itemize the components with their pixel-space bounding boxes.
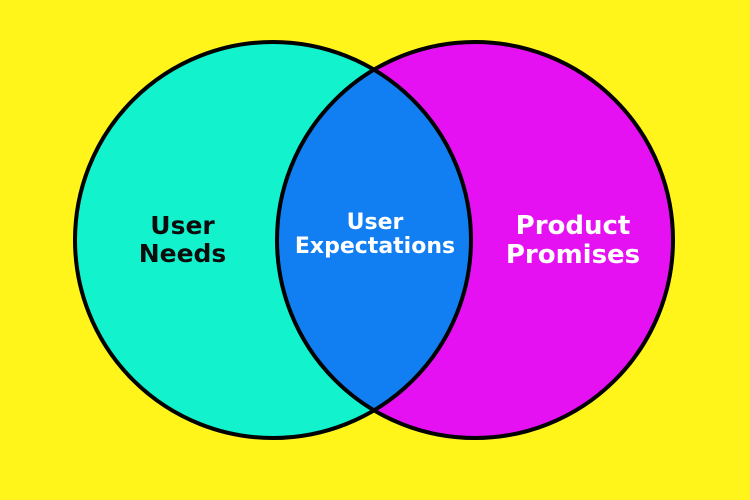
user-needs-label: User Needs [100, 212, 265, 267]
user-expectations-label: User Expectations [282, 210, 468, 260]
product-promises-label: Product Promises [488, 212, 658, 269]
product-promises-label-line1: Product [515, 211, 631, 241]
product-promises-outline [275, 40, 675, 440]
user-needs-label-line2: Needs [138, 238, 227, 268]
user-expectations-label-line2: Expectations [294, 234, 456, 260]
user-expectations-overlap [277, 42, 471, 438]
product-promises-label-line2: Promises [505, 239, 641, 270]
user-expectations-label-line1: User [346, 210, 404, 235]
user-needs-label-line1: User [150, 211, 215, 240]
user-needs-outline [73, 40, 473, 440]
